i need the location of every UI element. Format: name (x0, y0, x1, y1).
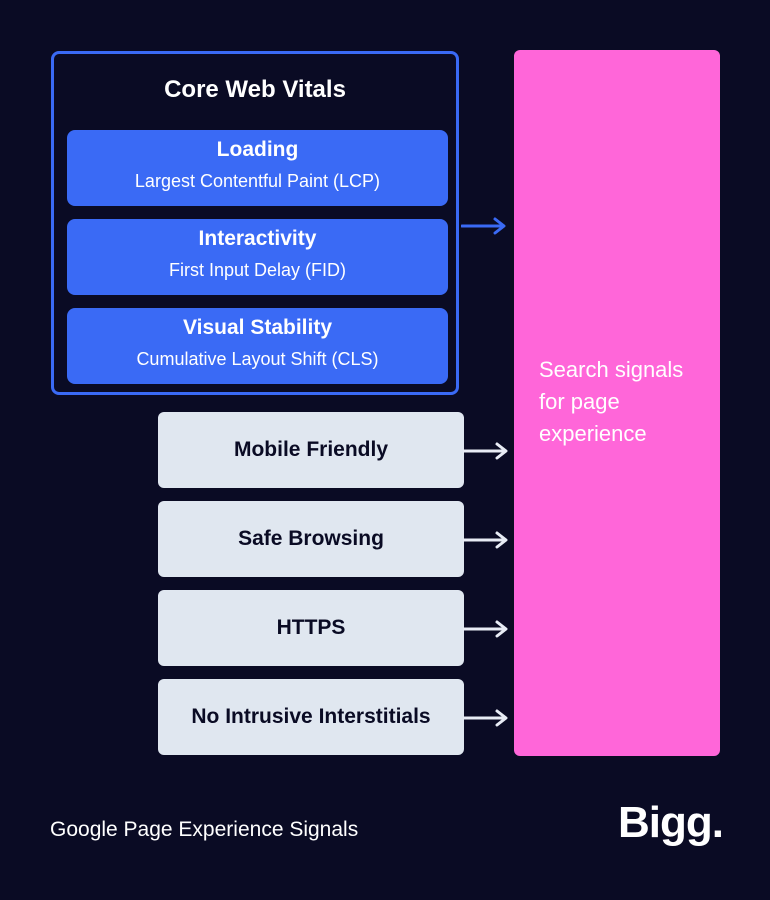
cwv-arrow-icon (461, 217, 506, 235)
signal-safe-browsing: Safe Browsing (158, 501, 464, 577)
vital-visual-stability-box: Visual Stability Cumulative Layout Shift… (67, 308, 448, 384)
vital-name: Visual Stability (183, 316, 332, 339)
vital-loading-box: Loading Largest Contentful Paint (LCP) (67, 130, 448, 206)
safe-browsing-arrow-icon (463, 531, 508, 549)
signal-mobile-friendly: Mobile Friendly (158, 412, 464, 488)
vital-name: Interactivity (198, 227, 317, 250)
vital-name: Loading (216, 138, 299, 161)
search-signals-panel: Search signals for page experience (514, 50, 720, 756)
mobile-friendly-arrow-icon (463, 442, 508, 460)
vital-interactivity-box: Interactivity First Input Delay (FID) (67, 219, 448, 295)
https-arrow-icon (463, 620, 508, 638)
vital-metric: Largest Contentful Paint (LCP) (134, 171, 381, 191)
signal-no-intrusive-interstitials: No Intrusive Interstitials (158, 679, 464, 755)
figure-caption: Google Page Experience Signals (50, 818, 359, 841)
signal-https: HTTPS (158, 590, 464, 666)
core-web-vitals-group: Core Web Vitals Loading Largest Contentf… (51, 51, 459, 395)
vital-metric: First Input Delay (FID) (168, 260, 347, 280)
vital-metric: Cumulative Layout Shift (CLS) (136, 349, 379, 369)
search-signals-label: Search signals for page experience (539, 357, 684, 446)
no-intrusive-interstitials-arrow-icon (463, 709, 508, 727)
bigg-logo: Bigg. (618, 798, 724, 847)
core-web-vitals-title: Core Web Vitals (164, 76, 346, 103)
